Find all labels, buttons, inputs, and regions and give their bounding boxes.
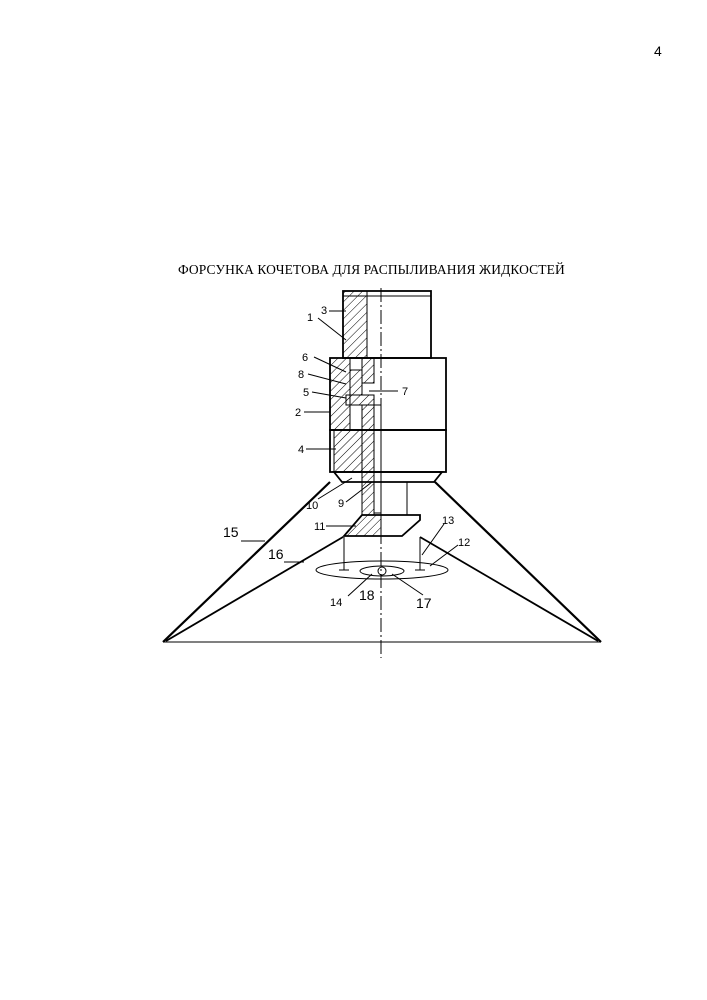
label-3: 3 — [321, 305, 327, 317]
label-9: 9 — [338, 498, 344, 510]
inner-spray-lines — [166, 537, 598, 641]
label-6: 6 — [302, 352, 308, 364]
label-5: 5 — [303, 387, 309, 399]
label-13: 13 — [442, 515, 454, 527]
label-18: 18 — [359, 587, 375, 603]
label-11: 11 — [314, 521, 325, 533]
label-15: 15 — [223, 524, 239, 540]
label-14: 14 — [330, 597, 342, 609]
label-16: 16 — [268, 546, 284, 562]
label-12: 12 — [458, 537, 470, 549]
label-4: 4 — [298, 444, 304, 456]
label-2: 2 — [295, 407, 301, 419]
label-17: 17 — [416, 595, 432, 611]
label-1: 1 — [307, 312, 313, 324]
threaded-fitting — [343, 291, 431, 358]
label-8: 8 — [298, 369, 304, 381]
outer-spray-cone — [163, 482, 601, 642]
lower-sleeve — [330, 430, 446, 482]
support-posts — [339, 537, 425, 570]
central-rod — [362, 405, 407, 515]
body-nut — [330, 358, 446, 430]
reflector-disc — [316, 561, 448, 579]
label-10: 10 — [306, 500, 318, 512]
label-7: 7 — [402, 386, 408, 398]
